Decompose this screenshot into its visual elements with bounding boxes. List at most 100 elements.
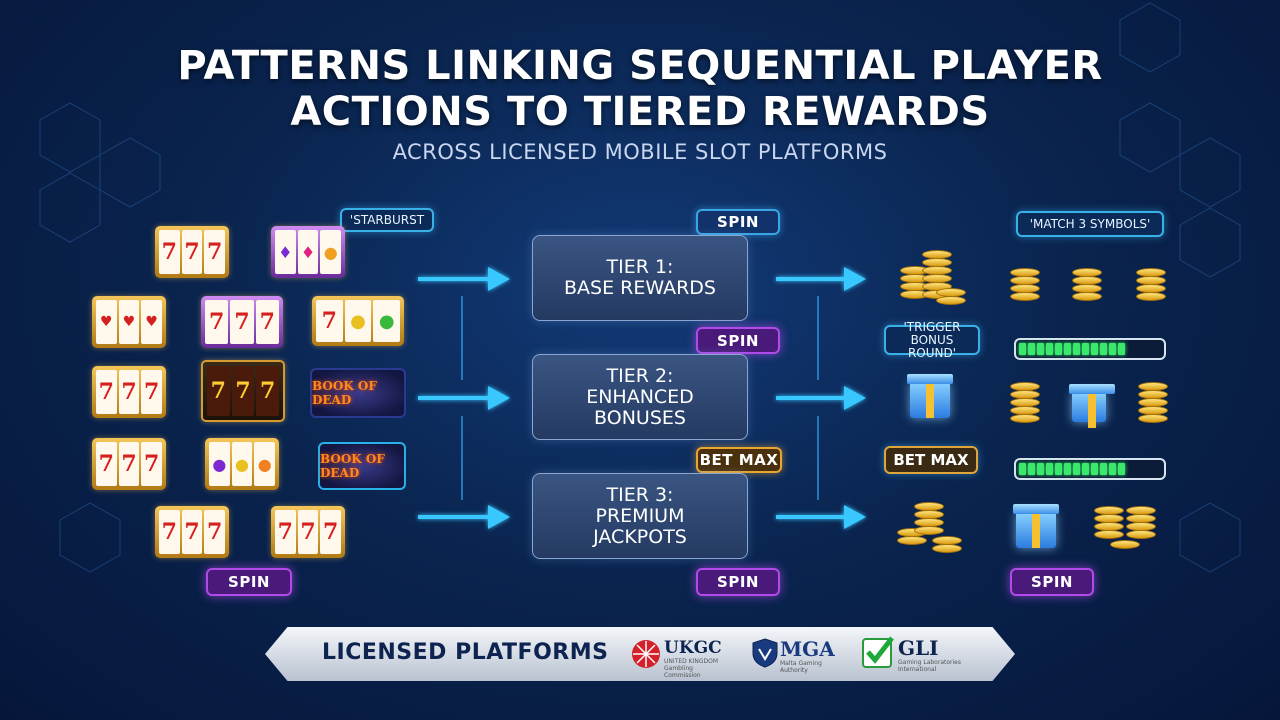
slot-machine-5: 7 7 7 [92, 438, 166, 490]
reel-gem-icon: ♦ [297, 230, 319, 274]
progress-segment [1064, 463, 1071, 475]
grape-icon: ● [209, 442, 230, 486]
lime-icon: ● [373, 300, 401, 342]
tier-2-label-line-2: BONUSES [594, 406, 686, 429]
gift-box-icon [1069, 384, 1115, 428]
tier-3-label-line-1: PREMIUM [595, 504, 685, 527]
progress-segment [1118, 463, 1125, 475]
progress-segment [1109, 343, 1116, 355]
reel: 7 [96, 442, 117, 486]
cherry-icon: ♥ [96, 300, 117, 344]
reel: 7 [320, 510, 342, 554]
reel: 7 [96, 370, 117, 414]
progress-segment [1028, 343, 1035, 355]
progress-segment [1037, 343, 1044, 355]
slot-machine-1: 7 7 7 [155, 226, 229, 278]
progress-segment [1073, 343, 1080, 355]
gift-box-icon [907, 374, 953, 418]
reel: 7 [205, 300, 229, 344]
progress-segment [1046, 463, 1053, 475]
slot-machine-2: ♥ ♥ ♥ [92, 296, 166, 348]
reel: 7 [256, 366, 280, 416]
gli-logo-text: GLI [898, 636, 939, 660]
book-of-dead-logo-1: BOOK OF DEAD [310, 368, 406, 418]
reel: 7 [297, 510, 319, 554]
lemon-icon: ● [344, 300, 372, 342]
bubble-starburst: 'STARBURST [340, 208, 434, 232]
slot-machine-fruit: 7 ● ● [312, 296, 404, 346]
reel: 7 [255, 300, 279, 344]
progress-segment [1100, 463, 1107, 475]
progress-segment [1019, 343, 1026, 355]
tier-2-box: TIER 2: ENHANCED BONUSES [532, 354, 748, 440]
orange-icon: ● [254, 442, 276, 486]
progress-segment [1055, 343, 1062, 355]
book-of-dead-logo-2: BOOK OF DEAD [318, 442, 406, 490]
bubble-trigger-line-1: 'TRIGGER [903, 319, 961, 334]
reel: 7 [118, 370, 140, 414]
tier-3-heading: TIER 3: [606, 483, 674, 506]
mga-logo-text: MGA [780, 637, 835, 661]
progress-segment [1091, 343, 1098, 355]
title-line-2: ACTIONS TO TIERED REWARDS [290, 89, 990, 135]
slot-machine-4: 7 7 7 [92, 366, 166, 418]
slot-machine-6: ● ● ● [205, 438, 279, 490]
cherry-icon: ♥ [141, 300, 163, 344]
reel: 7 [141, 442, 163, 486]
progress-segment [1082, 343, 1089, 355]
bet-max-badge: BET MAX [884, 446, 978, 474]
reel: 7 [181, 510, 203, 554]
left-spin-button[interactable]: SPIN [206, 568, 292, 596]
progress-segment [1073, 463, 1080, 475]
slot-machine-8: 7 7 7 [271, 506, 345, 558]
progress-bar-2 [1014, 458, 1166, 480]
progress-segment [1055, 463, 1062, 475]
slot-machine-gold-777: 7 7 7 [201, 360, 285, 422]
progress-segment [1100, 343, 1107, 355]
progress-segment [1028, 463, 1035, 475]
title-line-1: PATTERNS LINKING SEQUENTIAL PLAYER [177, 43, 1103, 89]
reel-gem-icon: ● [320, 230, 342, 274]
right-spin-button[interactable]: SPIN [1010, 568, 1094, 596]
bubble-match-3-symbols: 'MATCH 3 SYMBOLS' [1016, 211, 1164, 237]
tier-1-spin-button[interactable]: SPIN [696, 209, 780, 235]
tier-2-heading: TIER 2: [606, 364, 674, 387]
tier-1-label: BASE REWARDS [564, 277, 716, 299]
progress-segment [1082, 463, 1089, 475]
licensed-platforms-label: LICENSED PLATFORMS [322, 640, 609, 665]
reel: 7 [231, 366, 255, 416]
reel: 7 [316, 300, 343, 342]
tier-3-bet-max-button[interactable]: BET MAX [696, 447, 782, 473]
cherry-icon: ♥ [118, 300, 140, 344]
tier-1-box: TIER 1: BASE REWARDS [532, 235, 748, 321]
tier-2-label-line-1: ENHANCED [586, 385, 694, 408]
progress-segment [1046, 343, 1053, 355]
reel: 7 [275, 510, 296, 554]
progress-segment [1118, 343, 1125, 355]
reel: 7 [159, 230, 180, 274]
gift-box-icon [1013, 504, 1059, 548]
reel: 7 [141, 370, 163, 414]
mga-shield-icon [752, 638, 778, 668]
mga-logo-subtext: Malta Gaming Authority [780, 660, 822, 674]
tier-1-heading: TIER 1: [606, 256, 674, 278]
reel: 7 [118, 442, 140, 486]
lemon-icon: ● [231, 442, 253, 486]
reel: 7 [207, 366, 230, 416]
gli-check-icon [862, 636, 894, 668]
reel-gem-icon: ♦ [275, 230, 296, 274]
center-spin-button[interactable]: SPIN [696, 568, 780, 596]
progress-segment [1064, 343, 1071, 355]
progress-segment [1091, 463, 1098, 475]
reel: 7 [159, 510, 180, 554]
bubble-trigger-line-2: BONUS ROUND' [907, 332, 957, 360]
progress-segment [1109, 463, 1116, 475]
ukgc-logo-subtext: UNITED KINGDOM Gambling Commission [664, 658, 718, 679]
gli-logo-subtext: Gaming Laboratories International [898, 659, 961, 673]
tier-2-spin-button[interactable]: SPIN [696, 327, 780, 354]
tier-3-box: TIER 3: PREMIUM JACKPOTS [532, 473, 748, 559]
subtitle: ACROSS LICENSED MOBILE SLOT PLATFORMS [392, 140, 888, 164]
bubble-trigger-bonus-round: 'TRIGGER BONUS ROUND' [884, 320, 980, 359]
